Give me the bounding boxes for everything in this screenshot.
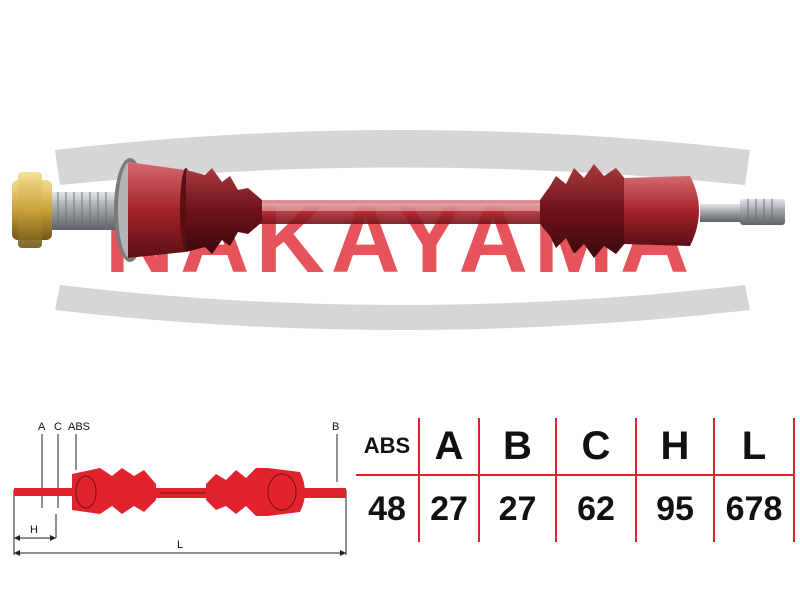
- label-a: A: [38, 421, 46, 433]
- drive-shaft: [255, 200, 545, 224]
- label-abs: ABS: [68, 421, 90, 433]
- header-a: A: [418, 418, 480, 476]
- header-b: B: [478, 418, 557, 476]
- spec-header-row: ABS A B C H L: [356, 418, 795, 476]
- inner-boot: [540, 164, 626, 258]
- value-c: 62: [555, 474, 637, 542]
- header-h: H: [635, 418, 715, 476]
- header-l: L: [713, 418, 795, 476]
- label-c: C: [54, 421, 62, 433]
- value-l: 678: [713, 474, 795, 542]
- inner-cv-joint: [624, 176, 785, 246]
- outer-boot: [186, 168, 262, 254]
- label-h: H: [30, 524, 38, 536]
- dimension-diagram: A C ABS B H L: [13, 421, 347, 556]
- value-abs: 48: [356, 474, 420, 542]
- outer-cv-joint: [114, 158, 192, 262]
- value-a: 27: [418, 474, 480, 542]
- dimension-h: H: [14, 524, 56, 541]
- product-hero-image: NAKAYAMA: [12, 130, 785, 330]
- label-b: B: [332, 421, 339, 433]
- spec-value-row: 48 27 27 62 95 678: [356, 474, 795, 542]
- header-c: C: [555, 418, 637, 476]
- header-abs: ABS: [356, 418, 420, 476]
- label-l: L: [177, 539, 183, 551]
- outer-stud-nut: [12, 172, 120, 248]
- value-h: 95: [635, 474, 715, 542]
- spec-table: ABS A B C H L 48 27 27 62 95 678: [356, 418, 795, 542]
- diagram-shaft: [14, 468, 346, 516]
- value-b: 27: [478, 474, 557, 542]
- dimension-l: L: [14, 539, 346, 556]
